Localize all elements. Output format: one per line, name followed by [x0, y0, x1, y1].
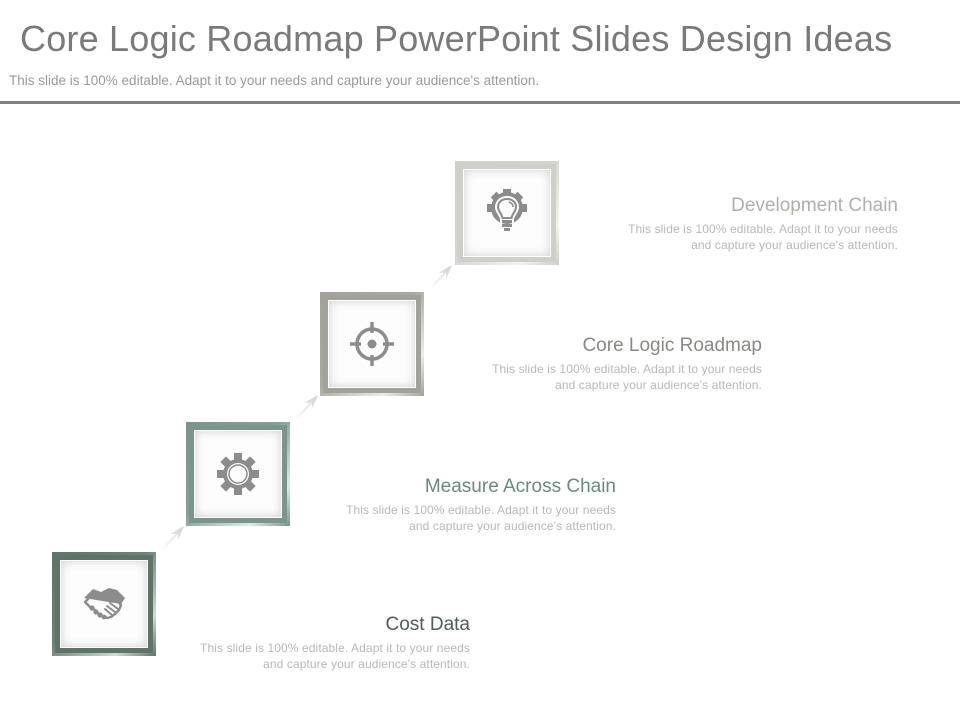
handshake-icon: [83, 588, 125, 620]
step-frame-measure-across-chain: [186, 422, 290, 526]
step-description-line: This slide is 100% editable. Adapt it to…: [200, 641, 470, 655]
step-frame-cost-data: [52, 552, 156, 656]
step-description: This slide is 100% editable. Adapt it to…: [346, 502, 616, 534]
header-divider: [0, 101, 960, 104]
step-text-development-chain: Development Chain This slide is 100% edi…: [628, 195, 898, 253]
step-description-line: This slide is 100% editable. Adapt it to…: [628, 222, 898, 236]
step-description: This slide is 100% editable. Adapt it to…: [200, 640, 470, 672]
step-description-line: and capture your audience's attention.: [409, 519, 616, 533]
step-frame-development-chain: [455, 161, 559, 265]
step-description: This slide is 100% editable. Adapt it to…: [628, 221, 898, 253]
step-description-line: and capture your audience's attention.: [691, 238, 898, 252]
step-text-core-logic-roadmap: Core Logic Roadmap This slide is 100% ed…: [492, 335, 762, 393]
step-description-line: and capture your audience's attention.: [555, 378, 762, 392]
step-description-line: and capture your audience's attention.: [263, 657, 470, 671]
arrow-up-right-icon: [162, 526, 184, 550]
step-description-line: This slide is 100% editable. Adapt it to…: [492, 362, 762, 376]
step-description: This slide is 100% editable. Adapt it to…: [492, 361, 762, 393]
slide-title: Core Logic Roadmap PowerPoint Slides Des…: [20, 18, 893, 59]
slide-subtitle: This slide is 100% editable. Adapt it to…: [9, 73, 540, 88]
step-description-line: This slide is 100% editable. Adapt it to…: [346, 503, 616, 517]
step-heading: Development Chain: [731, 195, 898, 216]
step-heading: Measure Across Chain: [424, 476, 616, 497]
gear-icon: [217, 453, 259, 495]
arrow-up-right-icon: [430, 265, 452, 289]
step-text-cost-data: Cost Data This slide is 100% editable. A…: [200, 614, 470, 672]
arrow-up-right-icon: [296, 395, 318, 419]
step-text-measure-across-chain: Measure Across Chain This slide is 100% …: [346, 476, 616, 534]
step-heading: Core Logic Roadmap: [582, 335, 762, 356]
lightbulb-gear-icon: [487, 189, 527, 231]
target-icon: [350, 322, 394, 366]
step-heading: Cost Data: [385, 614, 470, 635]
step-frame-core-logic-roadmap: [320, 292, 424, 396]
